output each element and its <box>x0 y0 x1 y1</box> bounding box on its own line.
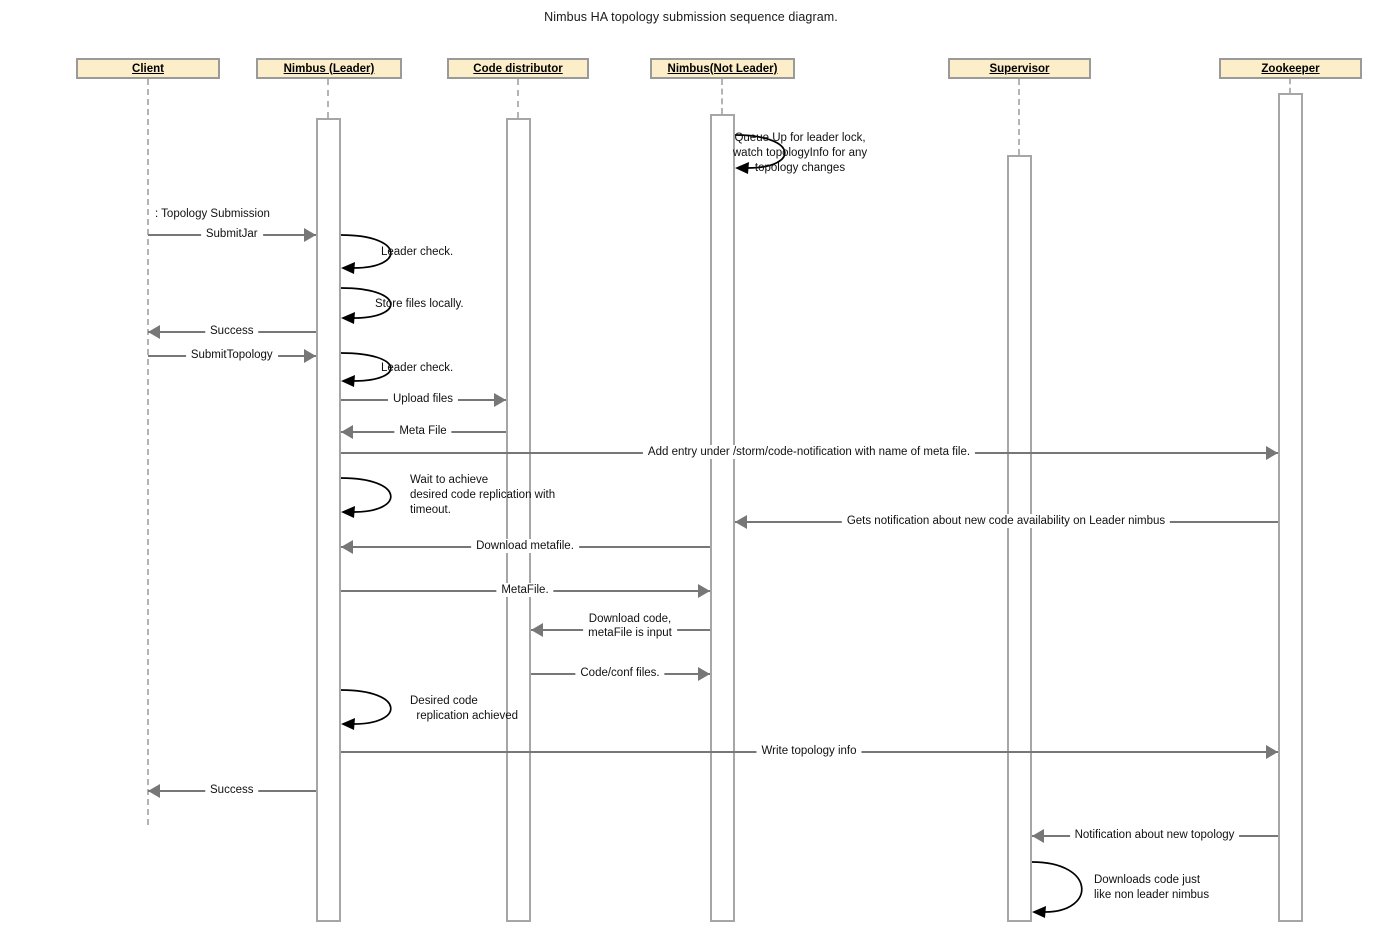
actor-box-nimbus_leader[interactable]: Nimbus (Leader) <box>256 58 402 79</box>
lifeline-nimbus_follower <box>721 79 723 114</box>
message-arrowhead-write-topology-info <box>1265 745 1278 759</box>
activation-bar-code_dist <box>505 118 531 922</box>
lifeline-zookeeper <box>1289 79 1291 93</box>
activation-bar-nimbus_leader <box>315 118 341 922</box>
self-message-loop-store-files-locally[interactable] <box>340 287 399 332</box>
activation-bar-supervisor <box>1006 155 1032 922</box>
self-message-label-supervisor-downloads-code: Downloads code just like non leader nimb… <box>1094 874 1210 901</box>
message-arrowhead-submit-topology <box>303 349 316 363</box>
actor-label-zookeeper: Zookeeper <box>1261 62 1320 75</box>
topology-submission-note: : Topology Submission <box>155 208 270 220</box>
actor-box-client[interactable]: Client <box>76 58 220 79</box>
self-message-loop-queue-up-leader-lock[interactable] <box>734 134 793 182</box>
activation-bar-zookeeper <box>1277 93 1303 922</box>
message-arrowhead-metafile <box>697 584 710 598</box>
actor-label-code_dist: Code distributor <box>473 62 563 75</box>
self-message-loop-desired-replication-achieved[interactable] <box>340 689 399 738</box>
message-arrowhead-code-conf-files <box>697 667 710 681</box>
actor-box-code_dist[interactable]: Code distributor <box>447 58 589 79</box>
message-arrowhead-download-code <box>530 623 543 637</box>
actor-box-nimbus_follower[interactable]: Nimbus(Not Leader) <box>650 58 795 79</box>
lifeline-nimbus_leader <box>327 79 329 118</box>
message-label-code-conf-files: Code/conf files. <box>575 666 665 680</box>
message-arrowhead-success-1 <box>148 325 160 339</box>
diagram-title: Nimbus HA topology submission sequence d… <box>544 10 838 24</box>
message-label-notification-new-topology: Notification about new topology <box>1069 828 1240 842</box>
actor-label-nimbus_follower: Nimbus(Not Leader) <box>667 62 778 75</box>
message-arrowhead-gets-notification <box>734 515 747 529</box>
self-message-loop-wait-code-replication[interactable] <box>340 477 399 526</box>
self-message-label-leader-check-1: Leader check. <box>381 246 454 258</box>
message-label-success-1: Success <box>205 324 259 338</box>
message-arrowhead-submit-jar <box>303 228 316 242</box>
actor-box-supervisor[interactable]: Supervisor <box>948 58 1091 79</box>
self-message-loop-supervisor-downloads-code[interactable] <box>1031 861 1090 926</box>
self-message-label-store-files-locally: Store files locally. <box>375 298 464 310</box>
message-arrowhead-add-entry-storm <box>1265 446 1278 460</box>
message-label-upload-files: Upload files <box>387 392 459 406</box>
message-label-submit-topology: SubmitTopology <box>185 348 278 362</box>
actor-label-supervisor: Supervisor <box>989 62 1050 75</box>
actor-label-client: Client <box>132 62 164 75</box>
message-label-write-topology-info: Write topology info <box>756 744 862 758</box>
message-arrowhead-upload-files <box>493 393 506 407</box>
message-arrowhead-meta-file <box>340 425 353 439</box>
message-label-submit-jar: SubmitJar <box>200 227 263 241</box>
activation-bar-nimbus_follower <box>709 114 735 922</box>
message-arrowhead-download-metafile <box>340 540 353 554</box>
actor-box-zookeeper[interactable]: Zookeeper <box>1219 58 1362 79</box>
lifeline-code_dist <box>517 79 519 118</box>
message-label-success-2: Success <box>205 783 259 797</box>
lifeline-supervisor <box>1018 79 1020 155</box>
self-message-label-leader-check-2: Leader check. <box>381 362 454 374</box>
lifeline-client <box>147 79 149 825</box>
self-message-label-desired-replication-achieved: Desired code replication achieved <box>410 695 519 722</box>
self-message-loop-leader-check-2[interactable] <box>340 352 399 395</box>
message-label-add-entry-storm: Add entry under /storm/code-notification… <box>642 445 976 459</box>
message-arrowhead-success-2 <box>148 784 160 798</box>
self-message-label-wait-code-replication: Wait to achieve desired code replication… <box>410 474 556 516</box>
message-label-download-metafile: Download metafile. <box>471 539 579 553</box>
actor-label-nimbus_leader: Nimbus (Leader) <box>283 62 375 75</box>
message-label-download-code: Download code, metaFile is input <box>583 612 677 640</box>
message-label-metafile: MetaFile. <box>496 583 554 597</box>
self-message-loop-leader-check-1[interactable] <box>340 234 399 282</box>
message-arrowhead-notification-new-topology <box>1031 829 1044 843</box>
self-message-label-queue-up-leader-lock: Queue Up for leader lock, watch topology… <box>732 132 868 174</box>
message-label-meta-file: Meta File <box>394 424 452 438</box>
message-label-gets-notification: Gets notification about new code availab… <box>841 514 1171 528</box>
